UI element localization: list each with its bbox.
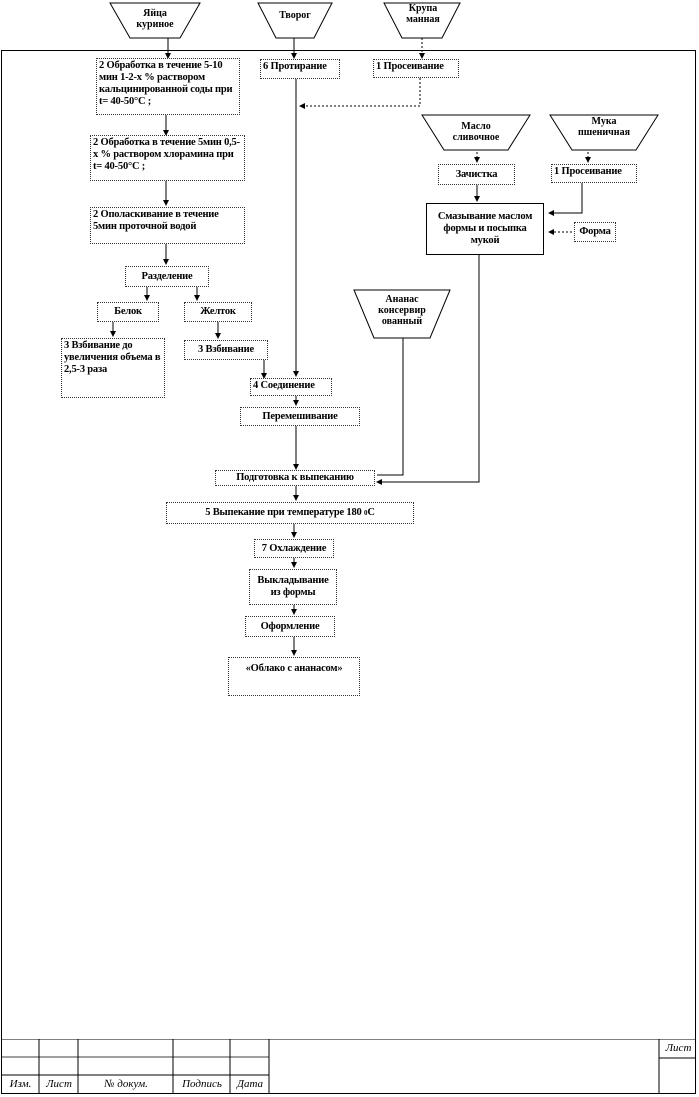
- baking-degree: 0: [364, 509, 368, 517]
- stamp-sheet: Лист: [665, 1042, 692, 1054]
- step-yolk: Желток: [184, 302, 252, 322]
- input-flour-label: Мука пшеничная: [578, 116, 630, 138]
- step-yolk-beating: 3 Взбивание: [184, 340, 268, 360]
- step-tvorog-wiping: 6 Протирание: [260, 59, 340, 79]
- step-greasing-form: Смазывание маслом формы и посыпка мукой: [426, 203, 544, 255]
- step-white-beating: 3 Взбивание до увеличения объема в 2,5-3…: [61, 338, 165, 398]
- hopper-flour: [549, 114, 659, 151]
- drawing-frame: [1, 50, 696, 1094]
- stamp-doc: № докум.: [104, 1078, 148, 1090]
- step-butter-cleaning: Зачистка: [438, 164, 515, 185]
- arrow-flour-sift-to-grease: [548, 183, 583, 216]
- step-prep-baking: Подготовка к выпеканию: [215, 470, 375, 486]
- step-form: Форма: [574, 222, 616, 242]
- step-egg-rinse: 2 Ополаскивание в течение 5мин проточной…: [90, 207, 245, 244]
- input-eggs-label: Яйца куриное: [136, 8, 174, 30]
- step-mixing: Перемешивание: [240, 407, 360, 426]
- input-pineapple-label: Ананас консервир ованный: [378, 294, 426, 327]
- hopper-krupa: [383, 2, 461, 39]
- step-krupa-sifting: 1 Просеивание: [373, 59, 459, 78]
- step-flour-sifting: 1 Просеивание: [551, 164, 637, 183]
- step-egg-soda-treatment: 2 Обработка в течение 5-10 мин 1-2-х % р…: [96, 58, 240, 115]
- baking-text: 5 Выпекание при температуре 180: [205, 507, 362, 518]
- title-block: [1, 1039, 696, 1094]
- hopper-pineapple: [353, 289, 451, 339]
- baking-unit: С: [367, 507, 375, 518]
- stamp-izm: Изм.: [9, 1078, 32, 1090]
- step-cooling: 7 Охлаждение: [254, 539, 334, 558]
- arrow-grease-to-prep: [376, 255, 480, 485]
- arrow-sift-to-tvorog-line: [299, 78, 421, 109]
- stamp-date: Дата: [236, 1078, 264, 1090]
- arrow-pineapple-to-prep: [377, 338, 404, 476]
- step-decoration: Оформление: [245, 616, 335, 637]
- hopper-tvorog: [257, 2, 333, 39]
- step-combine: 4 Соединение: [250, 378, 332, 396]
- stamp-list: Лист: [46, 1078, 72, 1090]
- input-tvorog-label: Творог: [279, 10, 311, 21]
- step-white: Белок: [97, 302, 159, 322]
- hopper-butter: [421, 114, 531, 151]
- stamp-sign: Подпись: [182, 1078, 222, 1090]
- hopper-eggs: [109, 2, 201, 39]
- final-product: «Облако с ананасом»: [228, 657, 360, 696]
- step-separation: Разделение: [125, 266, 209, 287]
- input-butter-label: Масло сливочное: [452, 121, 500, 143]
- step-unmolding: Выкладывание из формы: [249, 569, 337, 605]
- input-krupa-label: Крупа манная: [406, 3, 440, 25]
- step-egg-chloramine-treatment: 2 Обработка в течение 5мин 0,5-х % раств…: [90, 135, 245, 181]
